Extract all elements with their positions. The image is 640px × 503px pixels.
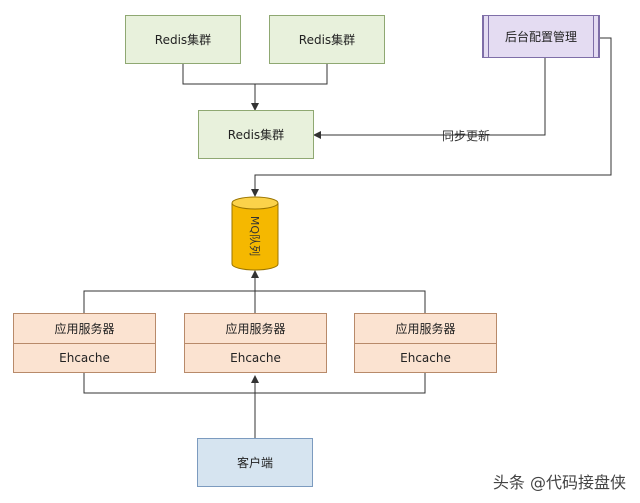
app-server-3-cache: Ehcache — [400, 350, 451, 365]
app-server-1: 应用服务器 Ehcache — [13, 313, 156, 373]
admin-to-mq-line — [251, 37, 612, 197]
watermark: 头条 @代码接盘侠 — [492, 473, 626, 492]
client-node: 客户端 — [197, 438, 313, 487]
app-server-2: 应用服务器 Ehcache — [184, 313, 327, 373]
client-label: 客户端 — [236, 456, 273, 470]
redis-cluster-1-node: Redis集群 — [125, 15, 241, 64]
redis-cluster-2-label: Redis集群 — [298, 33, 356, 47]
app-server-2-cache: Ehcache — [230, 350, 281, 365]
app-server-3-label: 应用服务器 — [355, 314, 496, 344]
redis-cluster-2-node: Redis集群 — [269, 15, 385, 64]
redis-cluster-main-node: Redis集群 — [198, 110, 314, 159]
redis2-to-main-line — [255, 64, 328, 85]
sync-update-label: 同步更新 — [442, 129, 491, 143]
redis1-to-main-line — [182, 64, 259, 111]
app-server-1-cache: Ehcache — [59, 350, 110, 365]
redis-cluster-main-label: Redis集群 — [227, 128, 285, 142]
mq-queue-node: MQ队列 — [232, 206, 278, 266]
admin-right-edge — [593, 16, 599, 57]
app-server-1-label: 应用服务器 — [14, 314, 155, 344]
redis-cluster-1-label: Redis集群 — [154, 33, 212, 47]
app-server-2-label: 应用服务器 — [185, 314, 326, 344]
admin-config-label: 后台配置管理 — [504, 30, 577, 44]
admin-config-node: 后台配置管理 — [482, 15, 600, 58]
admin-left-edge — [483, 16, 489, 57]
admin-to-redis-line — [313, 58, 546, 139]
mq-cylinder — [231, 196, 279, 271]
app-server-3: 应用服务器 Ehcache — [354, 313, 497, 373]
mq-queue-label: MQ队列 — [248, 215, 261, 257]
